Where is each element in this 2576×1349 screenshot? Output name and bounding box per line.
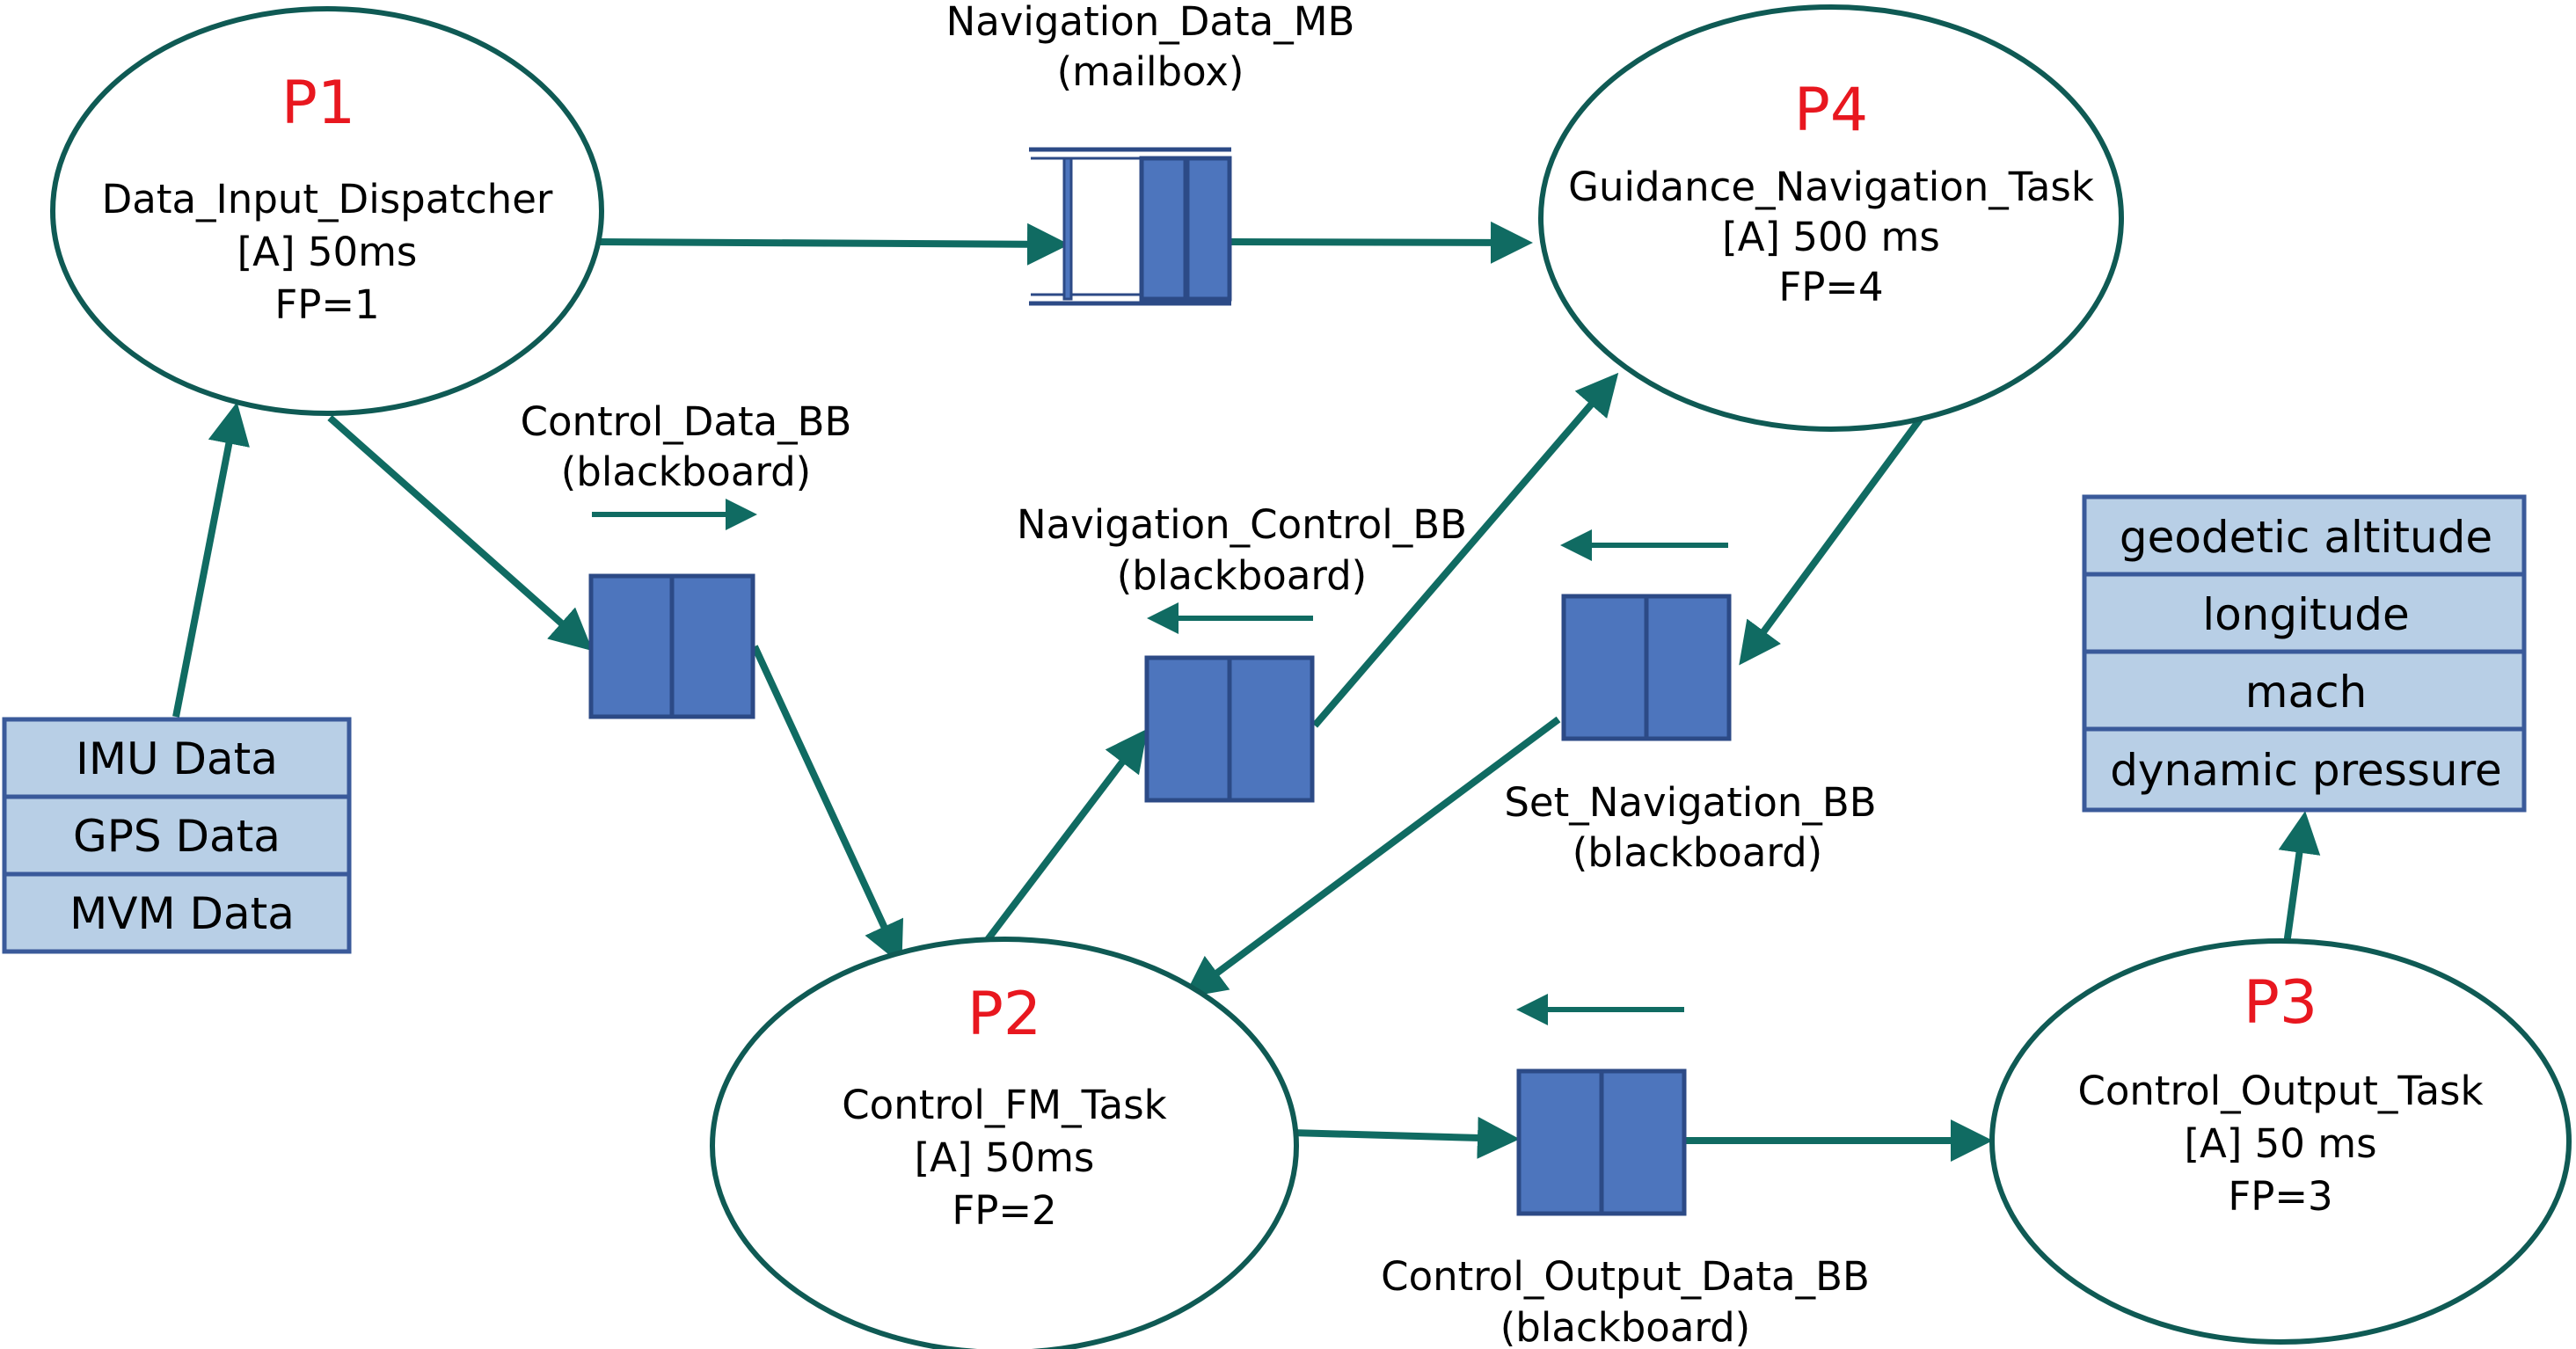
arrow-p1-to-mailbox — [597, 222, 1069, 266]
arrow-inputs-to-p1 — [172, 402, 250, 718]
mailbox-outline — [1029, 147, 1231, 306]
process-p2-oval — [710, 937, 1299, 1349]
input-row-gps — [2, 794, 352, 877]
blackboard-cell-right — [1599, 1068, 1687, 1216]
input-label-imu: IMU Data — [76, 733, 278, 784]
arrow-p2-to-nav-control-bb — [980, 728, 1148, 948]
process-p1-oval — [50, 6, 604, 416]
arrow-nav-control-bb-to-p4 — [1311, 372, 1619, 728]
set-nav-bb-name-label: Set_Navigation_BB — [1504, 779, 1876, 826]
process-p1-priority: FP=1 — [274, 281, 379, 328]
process-p1-period: [A] 50ms — [237, 229, 418, 275]
arrow-mailbox-to-p4 — [1230, 221, 1533, 264]
process-p2[interactable]: P2 Control_FM_Task [A] 50ms FP=2 — [710, 937, 1299, 1349]
mailbox-kind-label: (mailbox) — [1057, 48, 1244, 95]
control-output-bb-name-label: Control_Output_Data_BB — [1381, 1253, 1870, 1300]
control-data-bb-kind-label: (blackboard) — [561, 448, 812, 495]
process-p4-priority: FP=4 — [1778, 264, 1883, 310]
output-row-geodetic-altitude — [2082, 494, 2527, 577]
buffer-control-data-bb[interactable]: Control_Data_BB (blackboard) — [521, 398, 852, 719]
buffer-set-navigation-bb[interactable]: Set_Navigation_BB (blackboard) — [1504, 594, 1877, 876]
process-p4-period: [A] 500 ms — [1722, 214, 1940, 260]
blackboard-cell-left — [1561, 594, 1649, 741]
process-p3[interactable]: P3 Control_Output_Task [A] 50 ms FP=3 — [1989, 938, 2572, 1345]
output-label-mach: mach — [2245, 667, 2368, 718]
nav-control-bb-name-label: Navigation_Control_BB — [1017, 501, 1467, 548]
process-p1-tag: P1 — [281, 69, 355, 138]
arrow-p2-to-control-output-bb — [1259, 1116, 1520, 1159]
input-row-mvm — [2, 871, 352, 954]
arrow-p1-to-control-data-bb — [327, 415, 593, 652]
output-label-longitude: longitude — [2202, 589, 2410, 640]
process-p2-tag: P2 — [967, 980, 1041, 1049]
process-p2-period: [A] 50ms — [915, 1134, 1095, 1181]
blackboard-cell-right — [1227, 655, 1315, 803]
output-data-table: geodetic altitude longitude mach dynamic… — [2082, 494, 2527, 813]
nav-control-bb-kind-label: (blackboard) — [1117, 552, 1368, 599]
process-p3-period: [A] 50 ms — [2184, 1120, 2376, 1167]
blackboard-cell-right — [1644, 594, 1732, 741]
buffer-navigation-control-bb[interactable]: Navigation_Control_BB (blackboard) — [1017, 501, 1467, 803]
process-p4-oval — [1538, 4, 2124, 432]
control-output-bb-kind-label: (blackboard) — [1500, 1304, 1751, 1349]
process-p3-priority: FP=3 — [2228, 1173, 2332, 1220]
input-data-table: IMU Data GPS Data MVM Data — [2, 717, 352, 954]
arrow-set-nav-bb-to-p2 — [1183, 716, 1561, 998]
input-label-gps: GPS Data — [73, 811, 281, 862]
buffer-navigation-data-mb[interactable]: Navigation_Data_MB (mailbox) — [946, 0, 1355, 306]
process-p3-oval — [1989, 938, 2572, 1345]
process-p2-name: Control_FM_Task — [842, 1082, 1167, 1128]
mailbox-slot-empty — [1062, 157, 1073, 301]
control-data-bb-name-label: Control_Data_BB — [521, 398, 852, 445]
mailbox-slot-1 — [1139, 156, 1188, 302]
input-label-mvm: MVM Data — [69, 888, 295, 939]
process-p1[interactable]: P1 Data_Input_Dispatcher [A] 50ms FP=1 — [50, 6, 604, 416]
blackboard-cell-left — [588, 573, 675, 719]
process-p3-name: Control_Output_Task — [2077, 1068, 2483, 1114]
blackboard-cell-left — [1516, 1068, 1604, 1216]
blackboard-cell-right — [669, 573, 755, 719]
mailbox-slot-2 — [1185, 156, 1232, 302]
process-p4[interactable]: P4 Guidance_Navigation_Task [A] 500 ms F… — [1538, 4, 2124, 432]
process-p2-priority: FP=2 — [952, 1187, 1056, 1234]
set-nav-bb-kind-label: (blackboard) — [1573, 829, 1823, 876]
blackboard-cell-left — [1144, 655, 1232, 803]
arrow-p4-to-set-nav-bb — [1739, 411, 1928, 666]
output-label-geodetic-altitude: geodetic altitude — [2120, 512, 2492, 563]
arrow-control-data-bb-to-p2 — [751, 645, 904, 966]
mailbox-name-label: Navigation_Data_MB — [946, 0, 1355, 45]
process-p4-name: Guidance_Navigation_Task — [1568, 164, 2094, 210]
process-p1-name: Data_Input_Dispatcher — [102, 176, 553, 222]
output-row-dynamic-pressure — [2082, 726, 2527, 813]
output-row-longitude — [2082, 572, 2527, 654]
buffer-control-output-data-bb[interactable]: Control_Output_Data_BB (blackboard) — [1381, 1068, 1870, 1349]
process-p3-tag: P3 — [2244, 968, 2317, 1038]
input-row-imu — [2, 717, 352, 799]
process-p4-tag: P4 — [1794, 76, 1868, 145]
output-label-dynamic-pressure: dynamic pressure — [2110, 745, 2502, 796]
